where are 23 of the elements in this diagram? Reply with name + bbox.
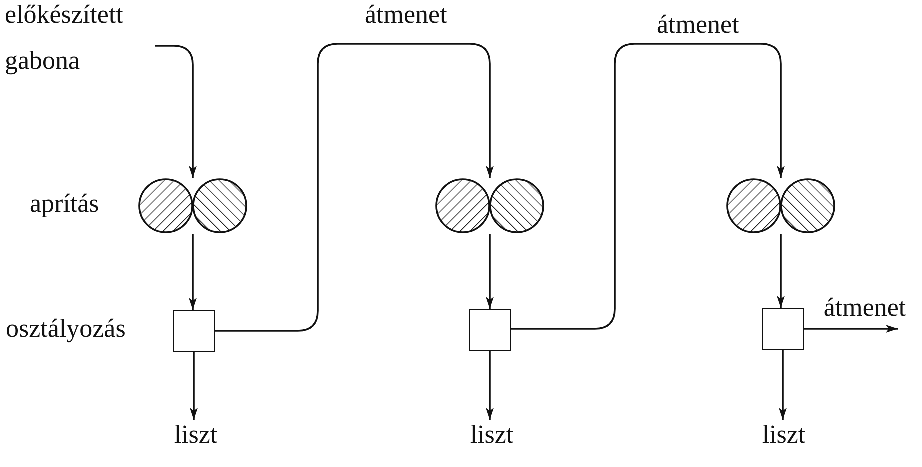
node-caption: osztályozás xyxy=(6,314,126,344)
arrow xyxy=(804,325,898,333)
arrow xyxy=(777,234,785,308)
roller-pair-drawing xyxy=(434,178,546,234)
classifier-box xyxy=(762,308,804,350)
arrow xyxy=(779,350,787,420)
arrow xyxy=(155,45,197,178)
arrow xyxy=(189,234,197,310)
arrow xyxy=(511,43,785,330)
node-caption: aprítás xyxy=(30,189,100,219)
classifier-box xyxy=(469,309,511,351)
classifier-box xyxy=(173,310,215,352)
arrow xyxy=(215,43,494,332)
arrow xyxy=(486,234,494,309)
roller-pair-drawing xyxy=(725,178,837,234)
flow-label: előkészített gabona xyxy=(5,0,155,92)
flow-label: liszt xyxy=(170,420,222,454)
arrow xyxy=(190,352,198,420)
flow-label: liszt xyxy=(466,420,518,454)
arrow xyxy=(486,351,494,420)
roller-pair-drawing xyxy=(137,178,249,234)
flow-label: átmenet xyxy=(815,293,915,329)
flow-label: liszt xyxy=(758,420,810,454)
